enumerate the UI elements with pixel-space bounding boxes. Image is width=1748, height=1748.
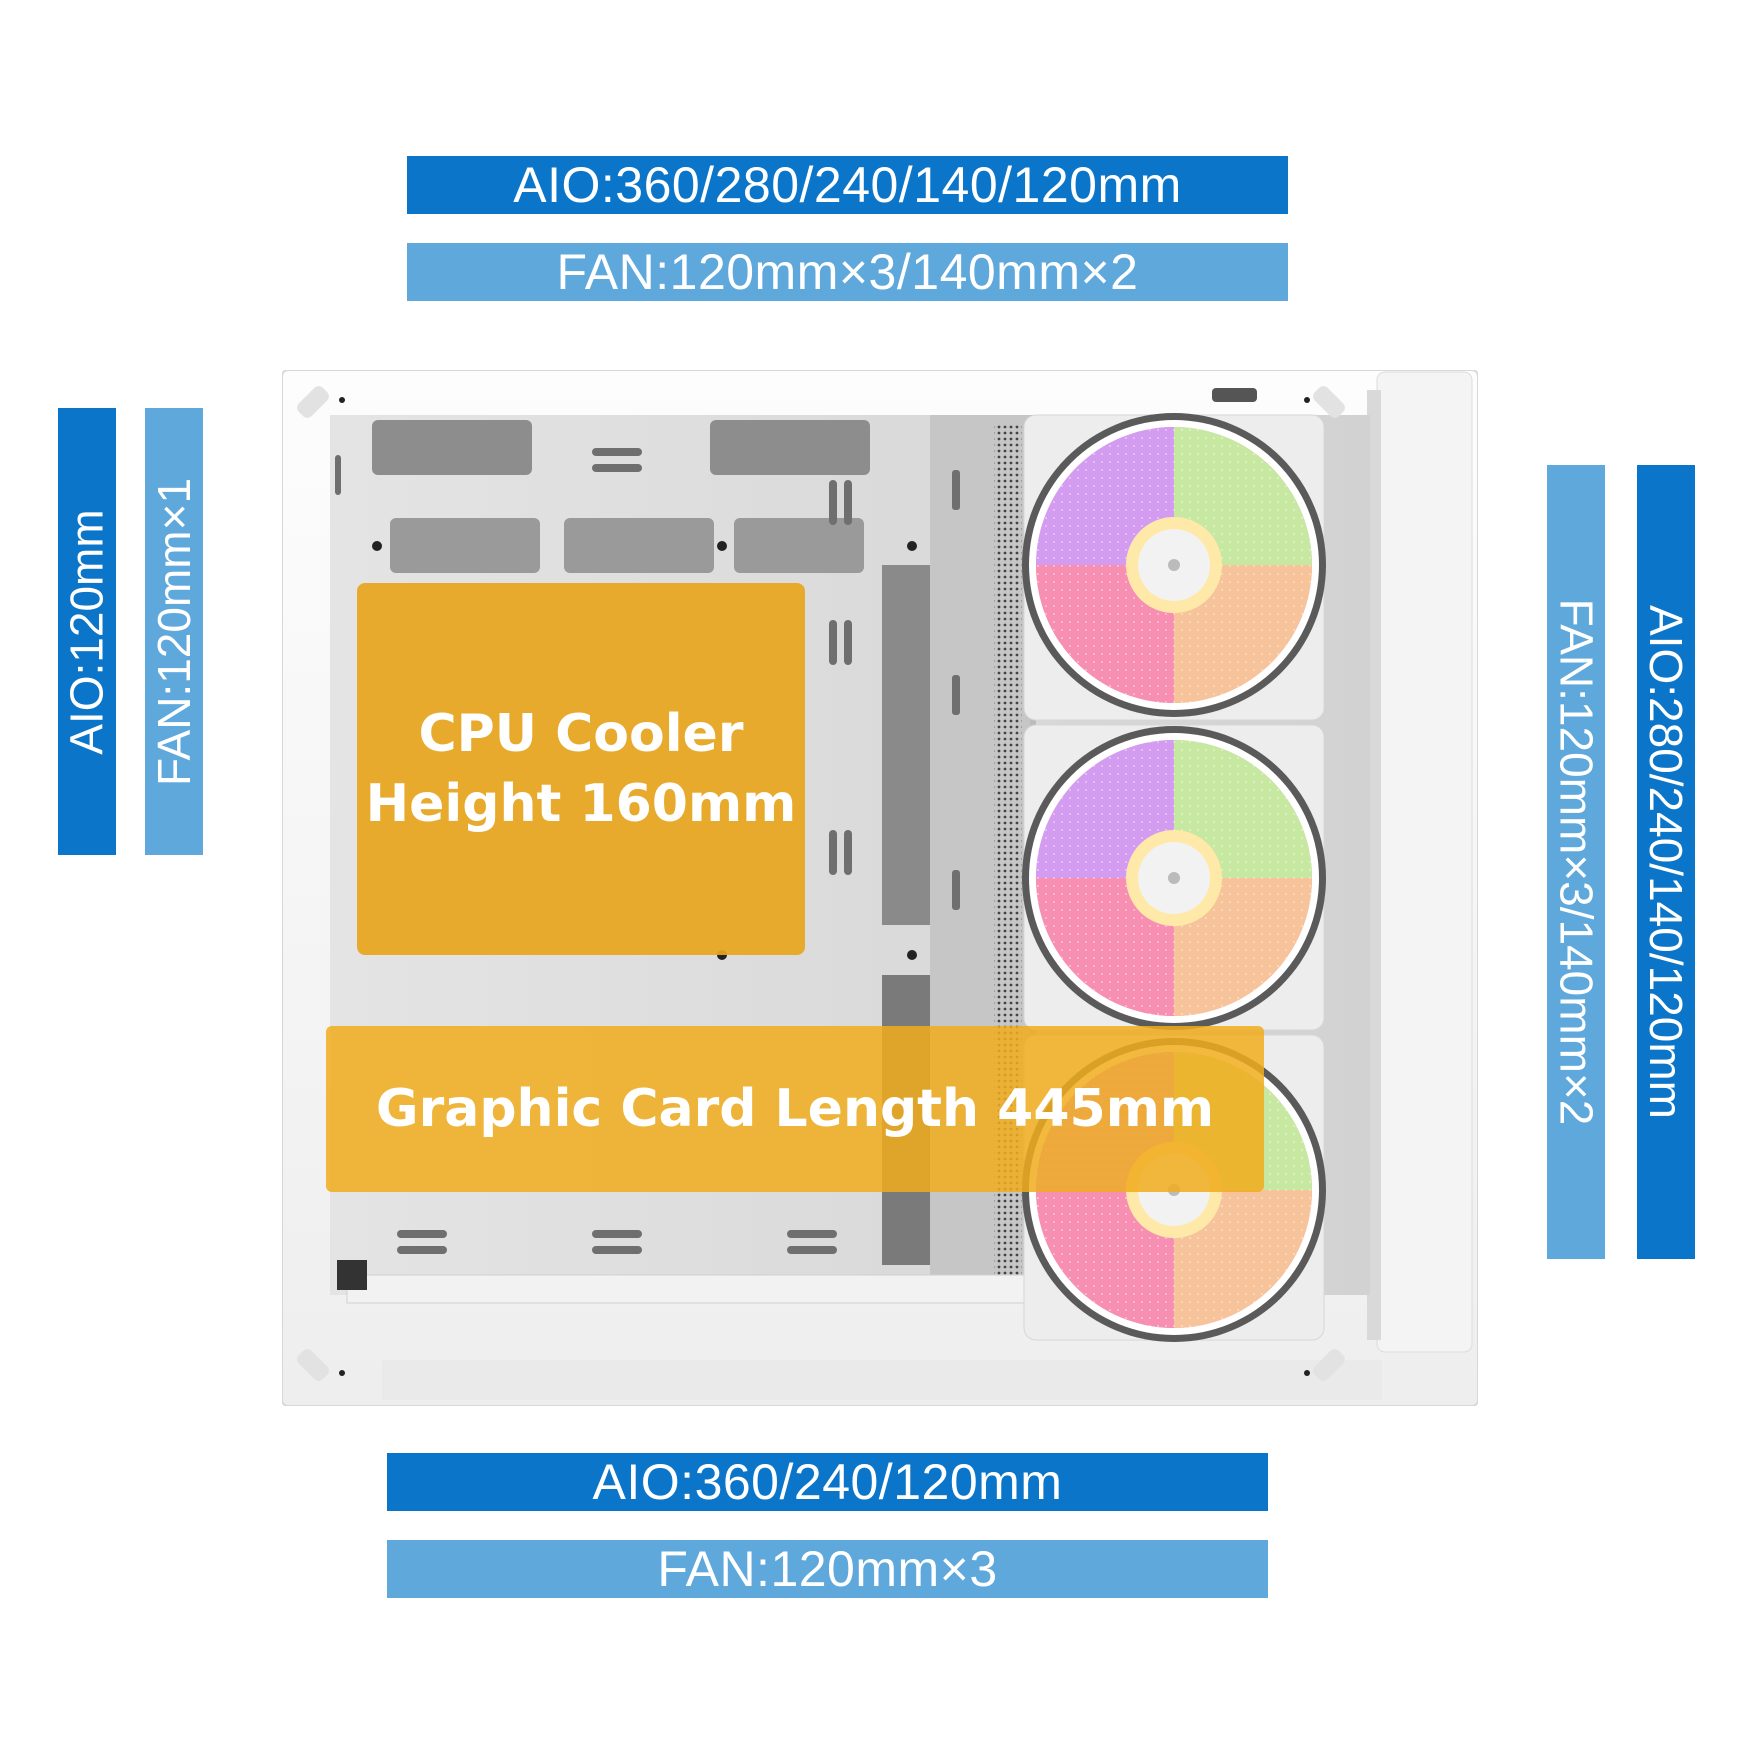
- side-fan-top: [1022, 413, 1326, 721]
- right-aio-label: AIO:280/240/140/120mm: [1640, 605, 1692, 1119]
- bottom-aio-banner: AIO:360/240/120mm: [387, 1453, 1268, 1511]
- bottom-fan-banner: FAN:120mm×3: [387, 1540, 1268, 1598]
- graphics-card-length-label: Graphic Card Length 445mm: [375, 1079, 1215, 1139]
- right-aio-banner: AIO:280/240/140/120mm: [1637, 465, 1695, 1259]
- right-fan-label: FAN:120mm×3/140mm×2: [1550, 598, 1602, 1126]
- left-fan-label: FAN:120mm×1: [148, 477, 201, 786]
- cutout: [734, 518, 864, 573]
- graphics-card-clearance-box: Graphic Card Length 445mm: [326, 1026, 1264, 1192]
- left-aio-label: AIO:120mm: [61, 508, 114, 755]
- cutout: [710, 420, 870, 475]
- right-fan-banner: FAN:120mm×3/140mm×2: [1547, 465, 1605, 1259]
- left-fan-banner: FAN:120mm×1: [145, 408, 203, 855]
- top-aio-banner: AIO:360/280/240/140/120mm: [407, 156, 1288, 214]
- cpu-cooler-clearance-box: CPU Cooler Height 160mm: [357, 583, 805, 955]
- cutout: [372, 420, 532, 475]
- cutout: [390, 518, 540, 573]
- left-aio-banner: AIO:120mm: [58, 408, 116, 855]
- case-front-edge: [1376, 371, 1473, 1353]
- case-foot: [382, 1360, 1382, 1400]
- cpu-cooler-title: CPU Cooler: [418, 704, 744, 764]
- side-fan-middle: [1022, 724, 1326, 1031]
- top-fan-banner: FAN:120mm×3/140mm×2: [407, 243, 1288, 301]
- cpu-cooler-height: Height 160mm: [365, 774, 797, 834]
- cutout: [564, 518, 714, 573]
